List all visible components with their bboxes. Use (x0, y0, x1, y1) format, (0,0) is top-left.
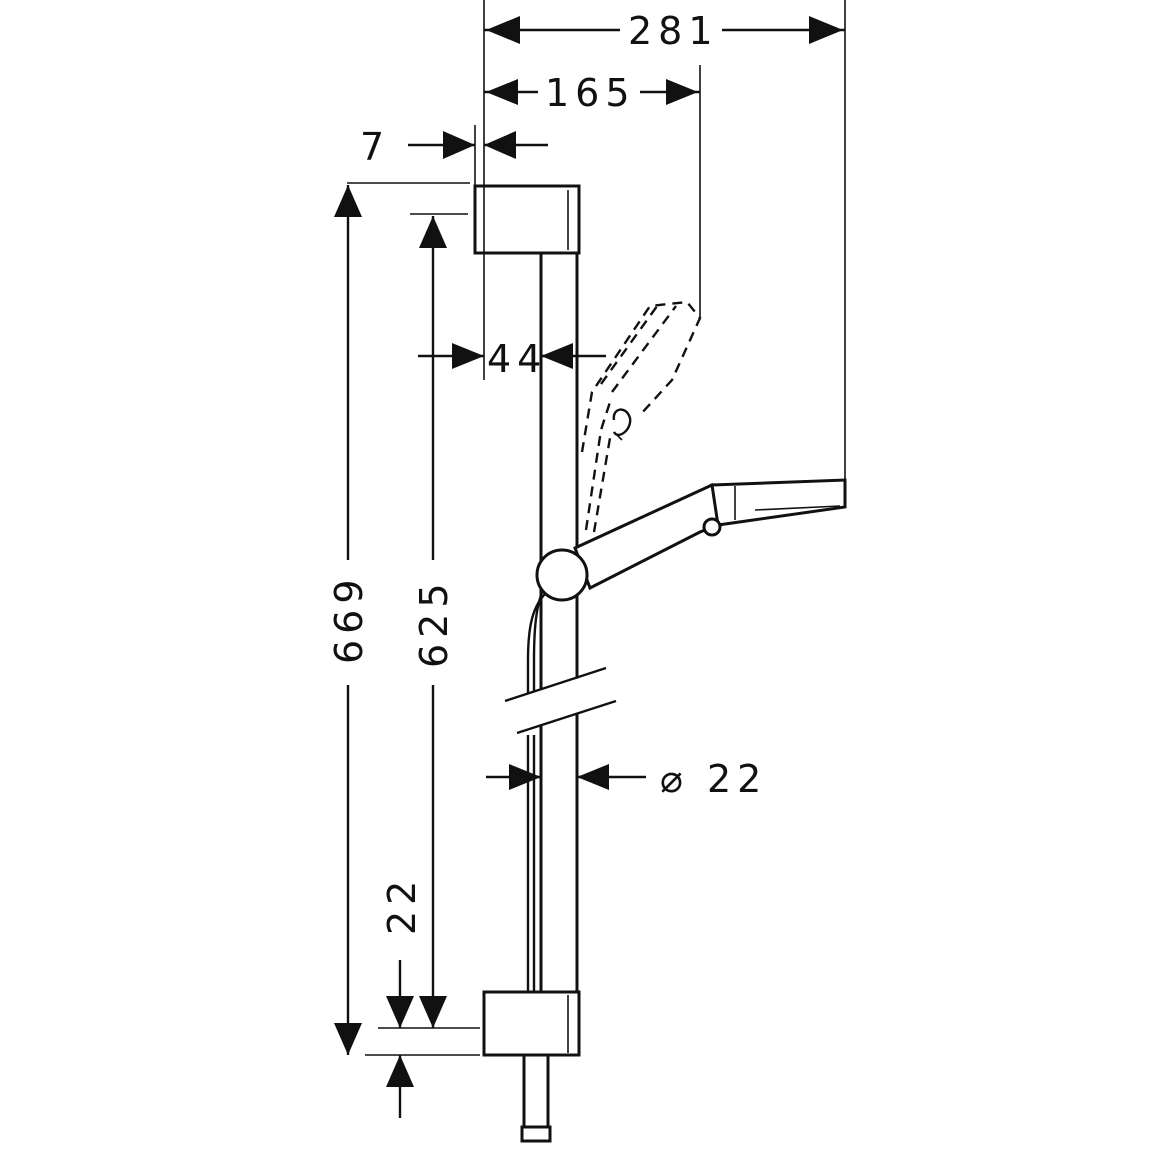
shower-rail-assembly (473, 184, 847, 1143)
dim-669-label: 669 (327, 573, 371, 664)
dim-diameter-22-label: ⌀ 22 (660, 757, 767, 801)
dim-22-bottom-label: 22 (380, 875, 424, 935)
bottom-wall-bracket (482, 990, 581, 1057)
slider-knob (535, 548, 589, 602)
hand-shower-alt-position (580, 300, 702, 533)
hose-end (522, 1053, 550, 1129)
dim-625-label: 625 (412, 577, 456, 668)
break-lines (502, 666, 620, 735)
dimension-labels: 281 165 7 44 669 625 22 ⌀ 22 (327, 9, 767, 935)
dimension-lines (334, 0, 846, 1118)
top-wall-bracket (473, 184, 581, 255)
dim-44-label: 44 (487, 337, 547, 381)
dim-165-label: 165 (545, 71, 636, 115)
hand-shower-arm (573, 483, 720, 591)
shower-rail (539, 251, 579, 994)
dim-281-label: 281 (628, 9, 719, 53)
hand-shower-head (710, 478, 847, 527)
dim-7-label: 7 (360, 125, 390, 169)
shower-hose (526, 591, 548, 700)
